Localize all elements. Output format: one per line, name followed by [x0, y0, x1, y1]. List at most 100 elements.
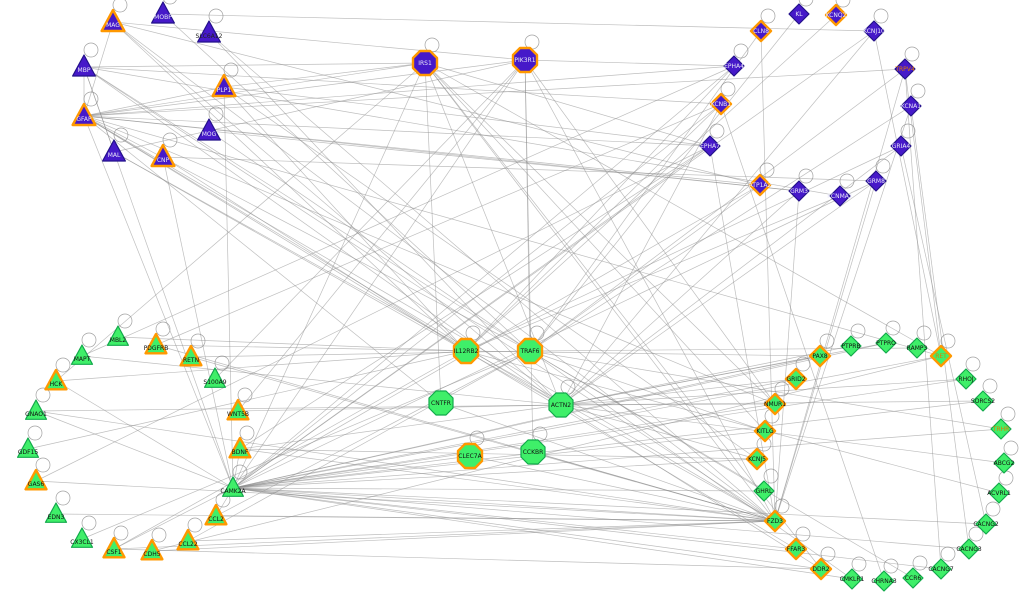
node-CACNG7[interactable]: CACNG7: [928, 558, 954, 580]
node-PDGFRB[interactable]: PDGFRB: [144, 332, 169, 355]
edge: [424, 62, 711, 147]
edge: [35, 410, 234, 489]
node-PIK3R1[interactable]: PIK3R1: [511, 46, 539, 74]
edge: [232, 487, 970, 550]
edge: [232, 378, 797, 489]
node-KCNJ10[interactable]: KCNJ10: [863, 20, 885, 42]
node-MAG[interactable]: MAG: [100, 8, 126, 33]
node-CHRNA3[interactable]: CHRNA3: [871, 570, 897, 592]
node-CACNG2[interactable]: CACNG2: [973, 513, 999, 535]
node-CACNG3[interactable]: CACNG3: [956, 538, 982, 560]
diamond-shape: [829, 185, 851, 207]
node-MAPT[interactable]: MAPT: [70, 344, 94, 365]
octagon-shape: [452, 337, 480, 365]
node-CCKBR[interactable]: CCKBR: [520, 439, 546, 465]
edge: [223, 86, 758, 460]
node-WNT5B[interactable]: WNT5B: [226, 398, 250, 421]
edge: [465, 103, 722, 352]
node-CCL2[interactable]: CCL2: [204, 503, 228, 526]
node-GNAO1[interactable]: GNAO1: [25, 399, 48, 420]
edge: [113, 548, 822, 570]
node-CMKLR1[interactable]: CMKLR1: [840, 568, 865, 590]
self-loop: [968, 526, 984, 542]
triangle-shape: [140, 538, 164, 561]
self-loop: [162, 132, 178, 148]
node-KCNJ5[interactable]: KCNJ5: [745, 447, 769, 471]
diamond-shape: [906, 337, 928, 359]
node-GAS6[interactable]: GAS6: [24, 468, 48, 491]
edge: [232, 30, 875, 489]
node-PTPRB[interactable]: PTPRB: [840, 335, 862, 357]
triangle-shape: [211, 73, 237, 98]
node-FFAR3[interactable]: FFAR3: [784, 537, 808, 561]
node-RET[interactable]: RET: [929, 344, 953, 368]
self-loop: [733, 43, 749, 59]
self-loop: [835, 0, 851, 8]
node-SORCS2[interactable]: SORCS2: [971, 390, 995, 412]
triangle-shape: [151, 1, 175, 24]
octagon-shape: [456, 442, 484, 470]
self-loop: [208, 8, 224, 24]
node-CLN8[interactable]: CLN8: [749, 19, 773, 43]
node-IRS1[interactable]: IRS1: [411, 49, 439, 77]
triangle-shape: [70, 527, 94, 548]
node-TRPV4[interactable]: TRPV4: [894, 58, 916, 80]
node-EDN3[interactable]: EDN3: [44, 502, 68, 523]
edge: [873, 30, 942, 357]
self-loop: [35, 457, 51, 473]
self-loop: [81, 515, 97, 531]
node-IL12RB2[interactable]: IL12RB2: [452, 337, 480, 365]
node-GRM3[interactable]: GRM3: [788, 180, 810, 202]
node-ABCG2[interactable]: ABCG2: [993, 452, 1015, 474]
edge: [465, 195, 841, 352]
edge: [113, 520, 776, 550]
diamond-shape: [900, 95, 922, 117]
node-GRM8[interactable]: GRM8: [865, 170, 887, 192]
node-KCNMA1[interactable]: KCNMA1: [827, 185, 853, 207]
node-ACTN2[interactable]: ACTN2: [548, 392, 574, 418]
node-RHOJ[interactable]: RHOJ: [955, 368, 977, 390]
node-TRAF6[interactable]: TRAF6: [516, 337, 544, 365]
diamond-shape: [763, 509, 787, 533]
node-GRID2[interactable]: GRID2: [784, 367, 808, 391]
node-MOBP[interactable]: MOBP: [151, 1, 175, 24]
node-PTPRO[interactable]: PTPRO: [875, 332, 897, 354]
node-MBL2[interactable]: MBL2: [106, 325, 129, 346]
edge: [560, 404, 758, 460]
diamond-shape: [788, 3, 810, 25]
edge: [162, 13, 531, 352]
diamond-shape: [975, 513, 997, 535]
diamond-shape: [993, 452, 1015, 474]
node-CLEC7A[interactable]: CLEC7A: [456, 442, 484, 470]
node-CCR6[interactable]: CCR6: [902, 567, 924, 589]
edge: [83, 66, 776, 522]
node-CSF1[interactable]: CSF1: [102, 536, 126, 559]
triangle-shape: [228, 436, 252, 459]
node-CX3CL1[interactable]: CX3CL1: [70, 527, 94, 548]
node-TRHR[interactable]: TRHR: [990, 418, 1012, 440]
edge: [524, 59, 776, 405]
node-PLP1[interactable]: PLP1: [211, 73, 237, 98]
edge: [720, 103, 885, 582]
edge: [424, 62, 766, 432]
node-KCNA1[interactable]: KCNA1: [900, 95, 922, 117]
edge: [524, 59, 735, 67]
node-ATP1A2[interactable]: ATP1A2: [749, 173, 772, 197]
edge: [112, 21, 526, 61]
edge: [232, 430, 766, 489]
node-GRIA4[interactable]: GRIA4: [890, 135, 912, 157]
node-CNP[interactable]: CNP: [150, 143, 176, 168]
node-CCL22[interactable]: CCL22: [176, 528, 200, 551]
edge: [232, 487, 853, 580]
edge: [904, 68, 942, 357]
self-loop: [55, 357, 71, 373]
node-CNTFR[interactable]: CNTFR: [428, 390, 454, 416]
node-KL[interactable]: KL: [788, 3, 810, 25]
self-loop: [81, 332, 97, 348]
node-MBP[interactable]: MBP: [71, 54, 97, 77]
node-ACVRL1[interactable]: ACVRL1: [987, 482, 1011, 504]
node-HCK[interactable]: HCK: [44, 368, 68, 391]
triangle-shape: [71, 102, 97, 127]
triangle-shape: [204, 503, 228, 526]
edge: [774, 105, 912, 522]
